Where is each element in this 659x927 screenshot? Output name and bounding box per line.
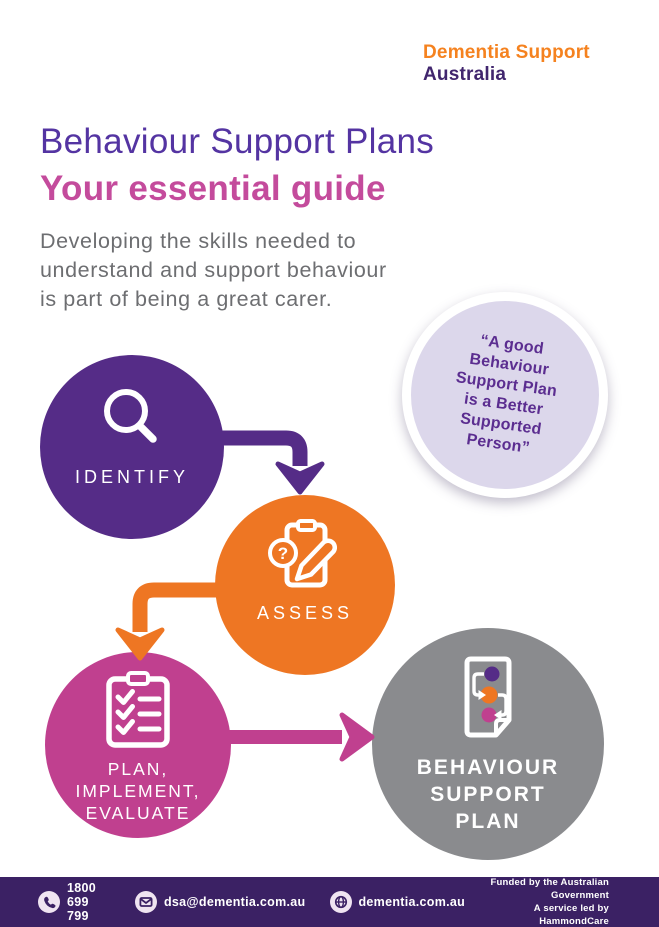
logo-line2: Australia [423, 64, 507, 85]
footer-funding-note: Funded by the Australian Government A se… [490, 877, 609, 927]
footer-bar: 1800 699 799 dsa@dementia.com.au dementi… [0, 877, 659, 927]
step-label-identify: IDENTIFY [74, 467, 189, 487]
footer-phone-text: 1800 699 799 [67, 881, 97, 923]
quote-bubble: “A good Behaviour Support Plan is a Bett… [402, 292, 608, 498]
dementia-support-australia-logo: Dementia Support Australia [423, 42, 590, 86]
arrow-plan-to-bsp [226, 712, 375, 762]
step-circle-assess: ? ASSESS [215, 495, 395, 675]
arrow-identify-to-assess [212, 430, 325, 495]
phone-icon [38, 891, 60, 913]
logo-line1: Dementia Support [423, 42, 590, 63]
document-flow-icon [464, 656, 512, 738]
email-icon [134, 891, 157, 913]
step-label-plan: PLAN, IMPLEMENT, EVALUATE [75, 759, 201, 823]
intro-paragraph: Developing the skills needed to understa… [40, 227, 387, 314]
footer-website-link[interactable]: dementia.com.au [329, 891, 466, 913]
globe-icon [329, 891, 352, 913]
intro-line: Developing the skills needed to [40, 229, 357, 253]
step-circle-identify: IDENTIFY [40, 355, 224, 539]
magnifier-icon [104, 389, 157, 443]
intro-line: understand and support behaviour [40, 258, 387, 282]
footer-email-link[interactable]: dsa@dementia.com.au [134, 891, 306, 913]
clipboard-checklist-icon [106, 671, 170, 748]
step-label-assess: ASSESS [256, 603, 354, 623]
footer-phone-link[interactable]: 1800 699 799 [38, 881, 111, 923]
footer-email-text: dsa@dementia.com.au [163, 895, 306, 909]
quote-text: “A good Behaviour Support Plan is a Bett… [454, 332, 559, 457]
intro-line: is part of being a great carer. [40, 287, 333, 311]
svg-text:?: ? [278, 544, 288, 563]
title-subtitle: Your essential guide [40, 169, 386, 208]
step-circle-plan: PLAN, IMPLEMENT, EVALUATE [45, 652, 231, 838]
title-main: Behaviour Support Plans [40, 122, 435, 161]
outcome-circle-behaviour-support-plan: BEHAVIOUR SUPPORT PLAN [372, 628, 604, 860]
footer-website-text: dementia.com.au [358, 895, 466, 909]
outcome-label: BEHAVIOUR SUPPORT PLAN [416, 756, 560, 833]
arrow-assess-to-plan [115, 582, 224, 661]
page-title: Behaviour Support Plans Your essential g… [40, 118, 434, 212]
clipboard-question-pencil-icon: ? [268, 519, 338, 588]
